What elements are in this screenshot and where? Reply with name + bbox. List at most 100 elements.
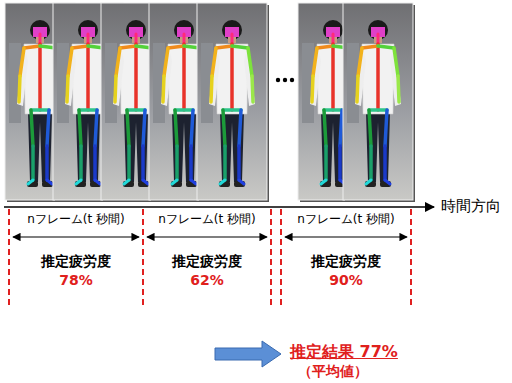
skeleton-bone xyxy=(163,76,164,102)
skeleton-bone xyxy=(248,48,252,76)
skeleton-bone xyxy=(362,46,378,48)
frame-part xyxy=(201,43,213,123)
skeleton-bone xyxy=(24,46,40,48)
span-arrows xyxy=(13,236,407,237)
result-arrow xyxy=(215,341,281,367)
frame-part xyxy=(17,45,28,106)
skeleton-bone xyxy=(164,48,168,76)
skeleton-bone xyxy=(191,180,196,184)
skeleton-bone xyxy=(398,76,399,102)
frame-part xyxy=(343,3,413,200)
frame-part xyxy=(310,45,321,106)
skeleton-bone xyxy=(189,146,193,180)
skeleton-bone xyxy=(324,108,342,112)
skeleton-bone xyxy=(68,48,72,76)
skeleton-bone xyxy=(28,180,33,184)
skeleton-bone xyxy=(230,44,234,110)
skeleton-bone xyxy=(378,46,394,48)
time-axis xyxy=(4,206,434,208)
skeleton-bone xyxy=(369,108,387,112)
skeleton-bone xyxy=(168,46,184,48)
skeleton-bone xyxy=(79,110,81,146)
skeleton-bone xyxy=(385,110,387,146)
skeleton-bone xyxy=(321,180,326,184)
skeleton-bone xyxy=(20,48,24,76)
frame-part xyxy=(320,181,331,187)
skeleton-bone xyxy=(19,76,20,102)
video-frame xyxy=(197,3,269,202)
frame-part xyxy=(362,44,394,114)
skeleton-bone xyxy=(172,180,177,184)
skeleton-bone xyxy=(67,76,68,102)
skeleton-bone xyxy=(86,44,90,110)
video-frame xyxy=(343,3,415,202)
skeleton-bone xyxy=(79,146,83,180)
skeleton-bone xyxy=(143,180,148,184)
skeleton-bone xyxy=(313,48,317,76)
skeleton-bone xyxy=(317,46,333,48)
frame-part xyxy=(209,45,220,106)
skeleton-bone xyxy=(127,146,131,180)
skeleton-bone xyxy=(143,110,145,146)
skeleton-bone xyxy=(252,76,253,102)
estimate-value: 62% xyxy=(190,272,224,288)
skeleton-bone xyxy=(141,146,145,180)
frame-part xyxy=(347,43,359,123)
skeleton-bone xyxy=(369,146,373,180)
frame-part xyxy=(113,45,124,106)
estimate-heading: 推定疲労度 xyxy=(311,253,381,269)
skeleton-bone xyxy=(120,46,136,48)
skeleton-bone xyxy=(340,110,342,146)
skeleton-bone xyxy=(223,108,241,112)
frame-part xyxy=(57,43,69,123)
skeleton-bone xyxy=(383,146,387,180)
frame-part xyxy=(75,181,86,187)
skeleton-bone xyxy=(182,44,186,110)
frame-part xyxy=(42,181,53,187)
frame-part xyxy=(153,43,165,123)
estimate-heading: 推定疲労度 xyxy=(172,253,242,269)
ellipsis-dots xyxy=(276,78,294,82)
frame-part xyxy=(90,181,101,187)
skeleton-bone xyxy=(216,46,232,48)
frame-part xyxy=(9,43,21,123)
skeleton-bone xyxy=(239,110,241,146)
skeleton-bone xyxy=(47,110,49,146)
skeleton-bone xyxy=(385,180,390,184)
frame-part xyxy=(138,181,149,187)
skeleton-bone xyxy=(76,180,81,184)
frame-part xyxy=(365,181,376,187)
frame-part xyxy=(355,45,366,106)
axis-label: 時間方向 xyxy=(441,198,501,215)
frame-part xyxy=(161,45,172,106)
skeleton-bone xyxy=(237,146,241,180)
skeleton-bone xyxy=(358,48,362,76)
segment-dividers xyxy=(9,209,411,305)
skeleton-bone xyxy=(38,44,42,110)
span-label: nフレーム(t 秒間) xyxy=(297,213,395,227)
frame-part xyxy=(219,181,230,187)
skeleton-bone xyxy=(31,110,33,146)
skeleton-bone xyxy=(115,76,116,102)
frame-part xyxy=(380,181,391,187)
skeleton-bone xyxy=(369,110,371,146)
frame-part xyxy=(390,45,401,106)
estimate-heading: 推定疲労度 xyxy=(41,253,111,269)
result-note: （平均値） xyxy=(298,363,368,379)
frame-part xyxy=(123,181,134,187)
skeleton-bone xyxy=(31,108,49,112)
result-label: 推定結果 77% xyxy=(290,343,398,361)
skeleton-bone xyxy=(45,146,49,180)
frame-part xyxy=(171,181,182,187)
skeleton-bone xyxy=(212,48,216,76)
skeleton-bone xyxy=(312,76,313,102)
skeleton-bone xyxy=(211,76,212,102)
frame-part xyxy=(186,181,197,187)
frame-part xyxy=(244,45,255,106)
skeleton-bone xyxy=(232,46,248,48)
skeleton-bone xyxy=(116,48,120,76)
frame-part xyxy=(120,44,152,114)
skeleton-bone xyxy=(79,108,97,112)
skeleton-bone xyxy=(127,108,145,112)
